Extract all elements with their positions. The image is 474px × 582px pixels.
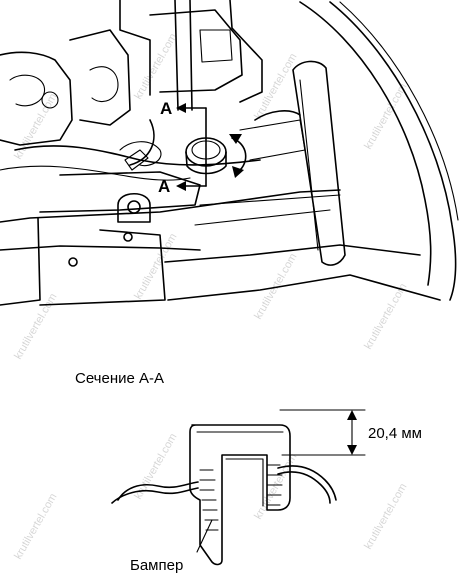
watermark-text: krutilvertel.com [132,231,179,301]
watermark-text: krutilvertel.com [362,281,409,351]
dimension-label: 20,4 мм [368,425,422,442]
engine-bay-drawing: A A [0,0,459,306]
watermark-text: krutilvertel.com [362,481,409,551]
section-marker-top: A [160,99,172,118]
watermark-text: krutilvertel.com [252,251,299,321]
section-title: Сечение А-А [75,370,164,387]
rotation-arrow-tail [229,134,242,144]
section-marker-bottom: A [158,177,170,196]
section-arrow-bottom [176,181,186,191]
bumper-label: Бампер [130,557,183,574]
section-arrow-top [176,103,186,113]
watermark-text: krutilvertel.com [12,491,59,561]
rotation-arrow-head [232,166,244,178]
watermark-text: krutilvertel.com [362,81,409,151]
watermark-text: krutilvertel.com [12,91,59,161]
clip-cross-section: 20,4 мм Бампер [111,409,422,574]
watermark-text: krutilvertel.com [252,451,299,521]
